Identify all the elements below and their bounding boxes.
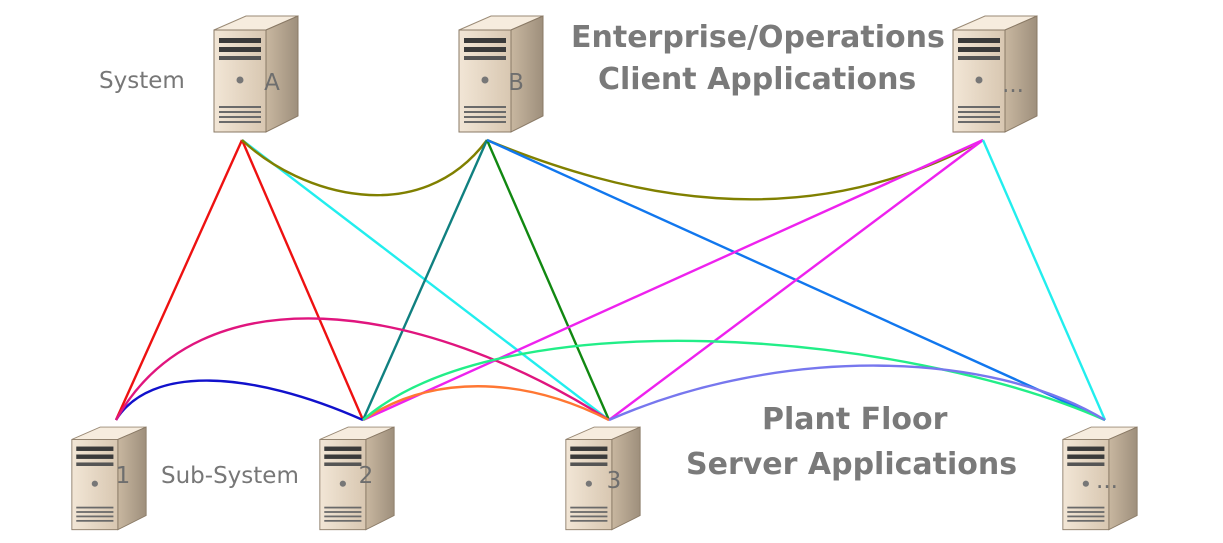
client-a-label: A: [264, 70, 280, 96]
client-heading-line2: Client Applications: [598, 62, 917, 97]
connection-line-a-b: [241, 139, 488, 197]
connection-line-a-1: [114, 139, 244, 421]
connection-line-2-4: [362, 339, 1106, 422]
client-b-label: B: [508, 70, 524, 96]
connection-line-a-2: [240, 139, 365, 421]
server-3-label: 3: [606, 468, 622, 494]
connection-line-1-3: [114, 317, 610, 422]
server-2-label: 2: [358, 463, 374, 489]
server-1-label: 1: [115, 463, 131, 489]
server-heading-line2: Server Applications: [686, 447, 1018, 482]
connection-line-2-3: [362, 385, 610, 422]
client-c-label: ...: [1002, 72, 1024, 98]
sub-system-label: Sub-System: [161, 463, 299, 489]
server-heading-line1: Plant Floor: [762, 402, 948, 437]
connection-line-b-c: [486, 138, 984, 201]
connection-line-c-4: [981, 139, 1107, 421]
client-heading-line1: Enterprise/Operations: [571, 20, 945, 55]
connection-line-b-2: [361, 139, 489, 421]
system-label: System: [99, 68, 185, 94]
connection-lines: [114, 138, 1107, 422]
connection-line-3-4: [608, 364, 1106, 422]
connection-line-c-2: [362, 138, 984, 422]
connection-line-c-3: [608, 139, 984, 421]
connection-line-1-2: [114, 379, 364, 422]
connection-line-b-3: [485, 139, 611, 421]
server-4-label: ...: [1096, 468, 1118, 494]
